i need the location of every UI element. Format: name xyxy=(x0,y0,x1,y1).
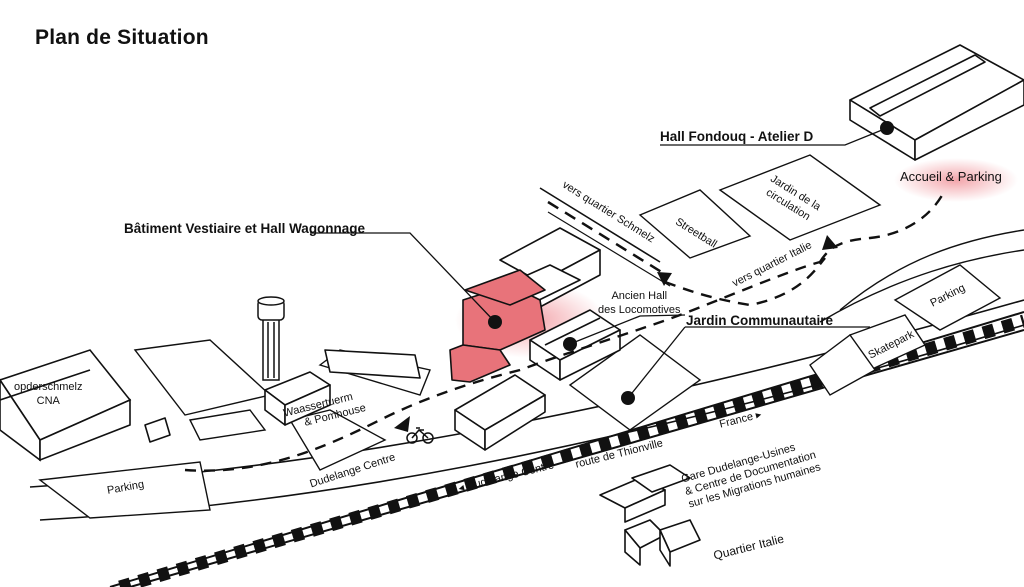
label-hall-fondouq: Hall Fondouq - Atelier D xyxy=(660,129,814,144)
walking-path xyxy=(184,189,947,472)
bicycle-icon xyxy=(406,427,434,444)
right-arrow-icon xyxy=(822,235,838,250)
leader-lines xyxy=(310,127,888,399)
label-ancien-hall: Ancien Hall des Locomotives xyxy=(598,290,681,316)
parcels xyxy=(38,154,1024,519)
location-dot-icon xyxy=(488,121,894,405)
vestiaire-building xyxy=(449,269,546,383)
label-jardin-communautaire: Jardin Communautaire xyxy=(686,313,834,328)
label-opderschmelz: opderschmelz CNA xyxy=(14,381,83,407)
accueil-glow xyxy=(894,158,1018,202)
label-accueil: Accueil & Parking xyxy=(900,169,1002,184)
opderschmelz-building xyxy=(0,349,132,462)
label-vestiaire: Bâtiment Vestiaire et Hall Wagonnage xyxy=(124,221,366,236)
schmelz-road xyxy=(539,187,671,287)
page-title: Plan de Situation xyxy=(35,26,209,49)
left-arrow-icon xyxy=(394,416,410,432)
water-tower xyxy=(257,296,285,381)
up-arrow-icon xyxy=(657,272,672,286)
